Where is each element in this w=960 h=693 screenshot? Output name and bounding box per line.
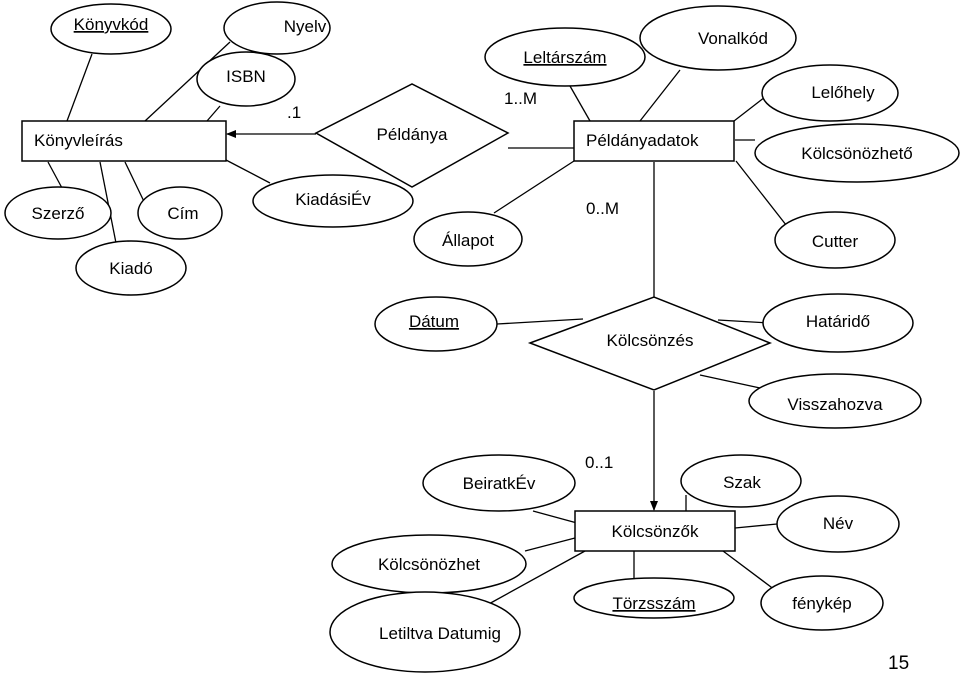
attribute-label: Vonalkód	[698, 29, 768, 48]
edge-leltarszam	[569, 85, 591, 122]
relationship-label: Kölcsönzés	[607, 331, 694, 350]
attribute-torzsszam[interactable]: Törzsszám	[573, 577, 735, 619]
attribute-label: Dátum	[409, 312, 459, 331]
attribute-label: Cím	[167, 204, 198, 223]
attribute-leltarszam[interactable]: Leltárszám	[484, 27, 646, 87]
attribute-visszahozva[interactable]: Visszahozva	[748, 373, 922, 429]
relationship-kolcsonzes[interactable]: Kölcsönzés	[527, 296, 773, 391]
attribute-label: KiadásiÉv	[295, 190, 371, 209]
entity-konyvleiras[interactable]: Könyvleírás	[21, 120, 227, 162]
attribute-label: fénykép	[792, 594, 852, 613]
edge-lelohely	[733, 96, 766, 122]
attribute-label: Visszahozva	[787, 395, 883, 414]
entity-label: Példányadatok	[586, 131, 699, 150]
edge-vonalkod	[639, 69, 681, 122]
entity-peldanyadatok[interactable]: Példányadatok	[573, 120, 735, 162]
attribute-fenykep[interactable]: fénykép	[760, 575, 884, 631]
attribute-label: ISBN	[226, 67, 266, 86]
attribute-label: Nyelv	[284, 17, 327, 36]
relationship-label: Példánya	[377, 125, 448, 144]
attribute-letiltva[interactable]: Letiltva Datumig	[329, 591, 521, 673]
page-number: 15	[888, 653, 909, 674]
attribute-cutter[interactable]: Cutter	[774, 211, 896, 269]
attribute-label: BeiratkÉv	[463, 474, 536, 493]
attribute-label: Szak	[723, 473, 761, 492]
attribute-label: Letiltva Datumig	[379, 624, 501, 643]
attribute-datum[interactable]: Dátum	[374, 296, 498, 352]
attribute-label: Név	[823, 514, 854, 533]
attribute-label: Könyvkód	[74, 15, 149, 34]
connectors	[47, 41, 791, 606]
entity-kolcsonzok[interactable]: Kölcsönzők	[574, 510, 736, 552]
edge-allapot	[493, 160, 575, 214]
attribute-label: Kiadó	[109, 259, 152, 278]
attribute-label: Határidő	[806, 312, 870, 331]
entity-label: Könyvleírás	[34, 131, 123, 150]
attribute-kiado[interactable]: Kiadó	[75, 240, 187, 296]
cardinality-zero-one: 0..1	[585, 453, 613, 472]
edge-visszahozva	[699, 374, 761, 389]
edge-kiadasiev	[225, 159, 271, 184]
attribute-szerzo[interactable]: Szerző	[4, 186, 112, 240]
attribute-hatarido[interactable]: Határidő	[762, 293, 914, 353]
attribute-kiadasiev[interactable]: KiadásiÉv	[252, 174, 414, 228]
edge-cutter	[735, 160, 791, 231]
edge-nyelv	[144, 41, 231, 122]
attribute-label: Állapot	[442, 231, 494, 250]
attribute-konyvkod[interactable]: Könyvkód	[50, 3, 172, 55]
attribute-kolcsonozheto[interactable]: Kölcsönözhető	[754, 123, 960, 183]
attribute-label: Kölcsönözhető	[801, 144, 913, 163]
edge-hatarido	[717, 319, 771, 324]
attribute-beiratkev[interactable]: BeiratkÉv	[422, 454, 576, 512]
attribute-label: Lelőhely	[811, 83, 875, 102]
edge-kolcsonozhet	[524, 537, 576, 552]
attribute-label: Cutter	[812, 232, 859, 251]
attribute-lelohely[interactable]: Lelőhely	[761, 64, 899, 122]
attribute-nyelv[interactable]: Nyelv	[223, 1, 331, 55]
edge-kiado	[99, 161, 117, 244]
cardinality-one-m: 1..M	[504, 89, 537, 108]
attribute-kolcsonozhet[interactable]: Kölcsönözhet	[331, 534, 527, 594]
attribute-isbn[interactable]: ISBN	[196, 51, 296, 107]
attribute-label: Kölcsönözhet	[378, 555, 480, 574]
edge-isbn	[206, 105, 221, 122]
attribute-label: Leltárszám	[523, 48, 606, 67]
relationship-peldanya[interactable]: Példánya	[314, 83, 510, 188]
edge-beiratkev	[532, 510, 578, 524]
edge-letiltva	[486, 550, 586, 606]
attribute-szak[interactable]: Szak	[680, 454, 802, 508]
edge-konyvkod	[66, 53, 93, 122]
attribute-label: Törzsszám	[612, 594, 695, 613]
edge-fenykep	[722, 550, 776, 591]
edge-nev	[734, 523, 778, 529]
attribute-label: Szerző	[32, 204, 85, 223]
edge-datum	[496, 318, 584, 325]
edge-szerzo	[47, 161, 63, 189]
entity-label: Kölcsönzők	[612, 522, 699, 541]
attribute-allapot[interactable]: Állapot	[413, 211, 523, 267]
attribute-vonalkod[interactable]: Vonalkód	[639, 5, 797, 71]
cardinality-one: .1	[287, 103, 301, 122]
cardinality-zero-m: 0..M	[586, 199, 619, 218]
attribute-nev[interactable]: Név	[776, 495, 900, 553]
attribute-cim[interactable]: Cím	[137, 186, 223, 240]
